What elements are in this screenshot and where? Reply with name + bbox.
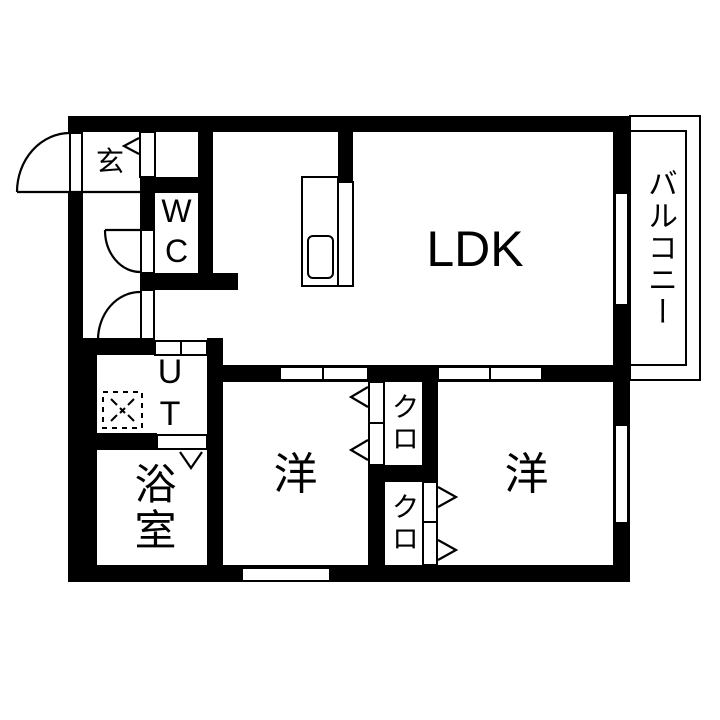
kitchen-counter-wall bbox=[337, 181, 354, 287]
washing-machine-icon bbox=[102, 391, 143, 429]
ldk-window bbox=[614, 192, 629, 306]
bedroom-1-sliding-door-right bbox=[322, 366, 369, 381]
top-wall bbox=[68, 116, 630, 132]
bedroom-top-wall bbox=[207, 365, 630, 382]
bath-door-arrow-icon bbox=[179, 451, 203, 470]
kitchen-wall-stub bbox=[338, 132, 353, 182]
left-wall-upper bbox=[68, 192, 83, 342]
entrance-door-swing-icon bbox=[15, 131, 71, 193]
balcony-inner-rail bbox=[629, 130, 687, 366]
closet-2-door-lower bbox=[422, 521, 438, 566]
wc-door-swing-icon bbox=[103, 229, 141, 274]
room-label-closet-1: クロ bbox=[385, 382, 422, 465]
closet-1-door-lower bbox=[368, 422, 385, 466]
room-label-bedroom-1: 洋 bbox=[223, 382, 368, 568]
ldk-door-swing-icon bbox=[96, 290, 141, 341]
ut-sliding-door-right bbox=[180, 340, 208, 356]
room-label-bedroom-2: 洋 bbox=[438, 382, 615, 568]
closet-divider-wall bbox=[368, 465, 438, 482]
room-label-utility: UT bbox=[150, 353, 190, 437]
closet-1-arrow-icon bbox=[348, 386, 369, 408]
ldk-door-frame bbox=[140, 289, 155, 340]
bedroom-1-label: 洋 bbox=[273, 449, 318, 500]
entrance-label: 玄 bbox=[95, 145, 124, 178]
ut-bath-divider bbox=[97, 433, 157, 450]
closet-2-arrow-icon bbox=[437, 486, 459, 508]
bedroom-2-sliding-door-left bbox=[437, 366, 491, 381]
wc-top-wall bbox=[140, 177, 213, 193]
wc-ldk-partition bbox=[198, 132, 213, 290]
utility-label: UT bbox=[151, 353, 189, 437]
closet-1-door-upper bbox=[368, 381, 385, 424]
room-label-bath: 浴室 bbox=[97, 450, 207, 565]
storage-indicators bbox=[121, 137, 459, 561]
left-wall-lower bbox=[68, 338, 97, 582]
wc-bottom-wall bbox=[140, 273, 238, 290]
shoe-cabinet bbox=[139, 131, 156, 178]
closet-1-arrow-icon bbox=[348, 439, 369, 461]
ldk-label: LDK bbox=[426, 221, 524, 277]
balcony-outline bbox=[629, 115, 701, 381]
closet-2-arrow-icon bbox=[437, 539, 459, 561]
room-label-wc: WC bbox=[155, 193, 198, 273]
closet-1-label: クロ bbox=[387, 391, 421, 456]
bedroom-2-sliding-door-right bbox=[489, 366, 543, 381]
bedroom-2-label: 洋 bbox=[504, 449, 549, 500]
closet-2-label: クロ bbox=[387, 491, 421, 556]
bedroom-2-window bbox=[614, 424, 629, 524]
closet-2-door-upper bbox=[422, 481, 438, 523]
closet-2-left-wall bbox=[368, 465, 385, 582]
bath-label: 浴室 bbox=[128, 461, 177, 554]
room-label-ldk: LDK bbox=[410, 219, 540, 279]
room-label-closet-2: クロ bbox=[385, 482, 422, 565]
wc-door-frame bbox=[140, 229, 155, 274]
bedroom-1-sliding-door-left bbox=[279, 366, 324, 381]
door-swings bbox=[15, 131, 141, 341]
wc-label: WC bbox=[158, 193, 195, 273]
kitchen-counter bbox=[301, 176, 339, 287]
ut-bath-right-wall bbox=[207, 338, 223, 582]
bath-door bbox=[156, 434, 208, 450]
entrance-door-frame bbox=[69, 132, 83, 193]
balcony-label: バルコニー bbox=[642, 168, 677, 328]
shoe-cabinet-arrow-icon bbox=[121, 137, 140, 155]
closet-1-right-wall bbox=[422, 365, 438, 482]
sink-icon bbox=[307, 235, 334, 279]
wc-left-wall bbox=[140, 177, 155, 230]
kitchen bbox=[301, 176, 339, 287]
room-label-balcony: バルコニー bbox=[632, 131, 686, 365]
room-label-entrance: 玄 bbox=[92, 145, 128, 179]
bedroom-1-window bbox=[241, 567, 331, 582]
openings bbox=[69, 131, 629, 582]
